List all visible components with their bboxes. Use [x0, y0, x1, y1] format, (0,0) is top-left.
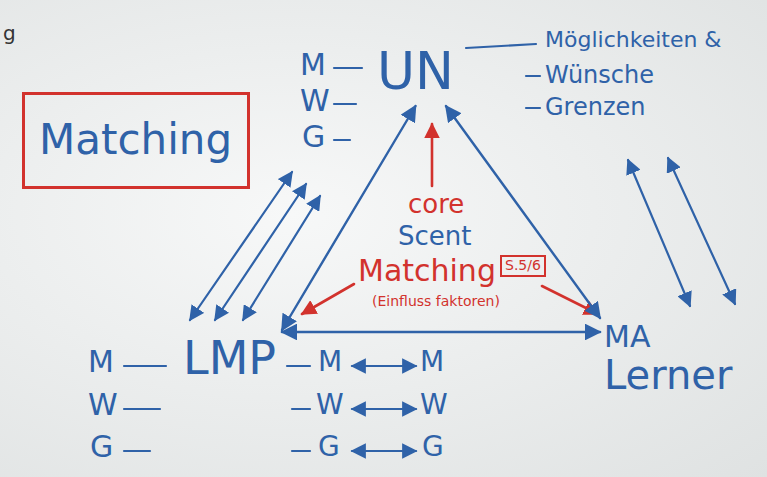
handwritten-label: Möglichkeiten & — [545, 28, 722, 52]
handwritten-label: Grenzen — [545, 94, 646, 120]
dash — [526, 75, 540, 77]
node-text: MA — [604, 320, 733, 353]
red-arrow — [302, 284, 354, 314]
node-text: Matching — [39, 117, 233, 163]
handwritten-label: W — [420, 390, 448, 421]
dash — [526, 107, 540, 109]
node-text: S.5/6 — [505, 258, 541, 273]
handwritten-label: M — [420, 347, 444, 378]
handwritten-label: G — [90, 430, 113, 463]
double-arrow — [243, 196, 320, 320]
triangle-vertex: UN — [372, 40, 459, 104]
handwritten-label: Matching — [358, 254, 496, 287]
handwritten-label: M — [300, 48, 326, 81]
red-arrow — [542, 286, 598, 314]
handwritten-label: M — [318, 347, 342, 378]
dash — [287, 365, 310, 367]
triangle-vertex: MALerner — [600, 318, 737, 399]
dash — [334, 139, 350, 141]
handwritten-label: G — [422, 432, 444, 463]
handwritten-label: Scent — [398, 222, 471, 251]
boxed-heading: Matching — [22, 92, 250, 189]
node-text: LMP — [183, 333, 277, 384]
dash — [466, 44, 536, 48]
handwritten-label: W — [88, 388, 118, 421]
double-arrow — [668, 158, 735, 304]
dash — [334, 103, 356, 105]
red-arrow — [431, 124, 434, 186]
handwritten-label: g — [3, 22, 16, 44]
handwritten-label: (Einfluss faktoren) — [372, 294, 500, 309]
handwritten-label: W — [316, 390, 344, 421]
double-arrow — [352, 408, 416, 410]
node-text: Lerner — [604, 353, 733, 397]
page-reference: S.5/6 — [500, 255, 546, 277]
dash — [124, 450, 150, 452]
handwritten-label: G — [318, 432, 340, 463]
double-arrow — [352, 365, 416, 367]
node-text: UN — [377, 43, 454, 100]
dash — [124, 365, 166, 367]
dash — [124, 408, 160, 410]
triangle-vertex: LMP — [178, 330, 282, 387]
handwritten-label: W — [300, 84, 330, 117]
double-arrow — [628, 160, 690, 306]
handwritten-label: G — [302, 120, 325, 153]
handwritten-label: Wünsche — [545, 62, 654, 88]
dash — [334, 67, 362, 69]
dash — [292, 450, 310, 452]
double-arrow — [352, 450, 416, 452]
dash — [292, 408, 310, 410]
triangle-side — [282, 331, 600, 333]
handwritten-label: M — [88, 345, 114, 378]
double-arrow — [190, 172, 292, 320]
handwritten-label: core — [408, 190, 464, 219]
double-arrow — [215, 184, 306, 320]
